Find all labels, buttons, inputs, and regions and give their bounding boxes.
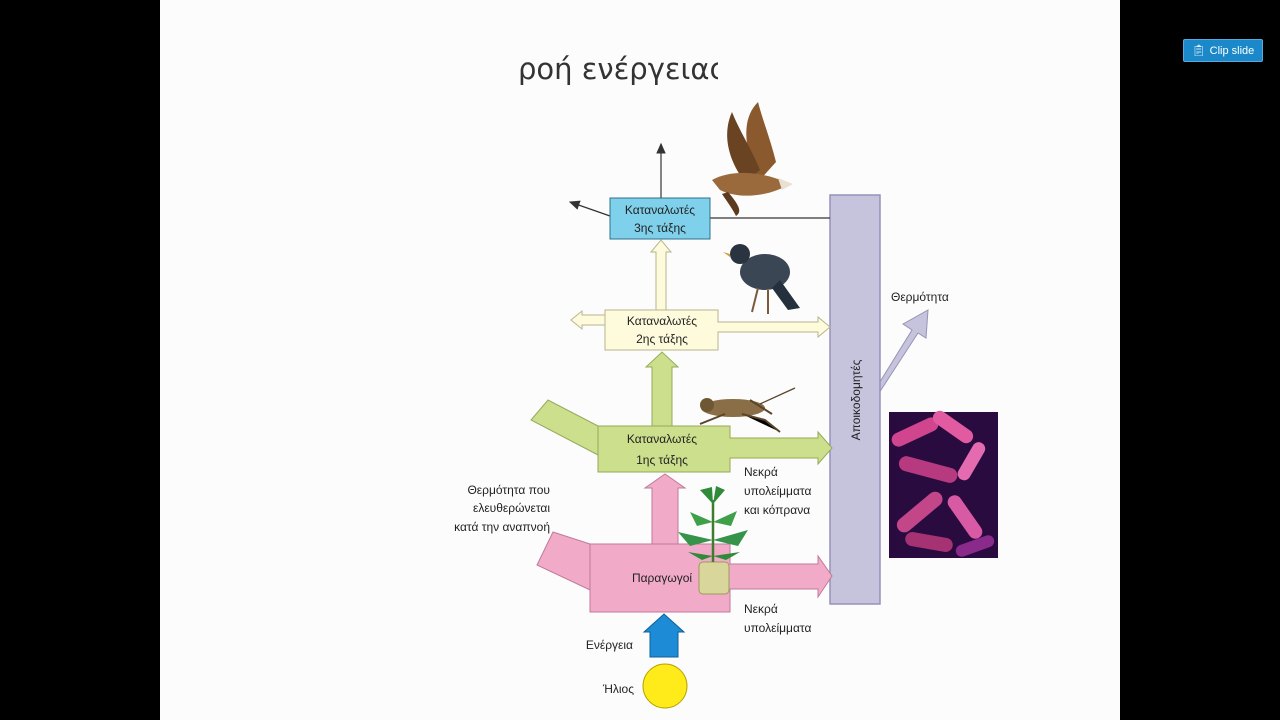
plant-image — [678, 486, 748, 595]
clip-slide-label: Clip slide — [1209, 44, 1255, 57]
sun-label: Ήλιος — [602, 682, 634, 696]
consumers2-line1: Καταναλωτές — [627, 314, 697, 328]
bacteria-image — [889, 410, 998, 558]
consumers2-shape: Καταναλωτές 2ης τάξης — [570, 239, 831, 351]
consumers1-shape: Καταναλωτές 1ης τάξης — [530, 351, 833, 473]
consumers1-line1: Καταναλωτές — [627, 432, 697, 446]
consumers1-line2: 1ης τάξης — [636, 453, 688, 467]
energy-label: Ενέργεια — [586, 638, 633, 652]
slide: ροή ενέργειας Αποικοδομητές Παραγωγοί Κα… — [160, 0, 1120, 720]
consumers3-line1: Καταναλωτές — [625, 203, 695, 217]
energy-arrow — [642, 613, 686, 658]
clip-slide-button[interactable]: 📋︎ Clip slide — [1183, 39, 1263, 62]
consumers3-line2: 3ης τάξης — [634, 221, 686, 235]
dead-remains-droppings-line3: και κόπρανα — [744, 503, 810, 517]
heat-label: Θερμότητα — [891, 290, 949, 304]
energy-flow-diagram: Αποικοδομητές Παραγωγοί Καταναλωτές 1ης … — [454, 102, 998, 709]
sun-circle — [642, 663, 688, 709]
decomposers-column: Αποικοδομητές — [829, 194, 929, 605]
respiration-heat-line1: Θερμότητα που — [467, 483, 550, 497]
respiration-heat-line2: ελευθερώνεται — [473, 501, 550, 515]
dead-remains-droppings-line2: υπολείμματα — [744, 484, 811, 498]
decomposers-label: Αποικοδομητές — [849, 359, 863, 440]
bird-image — [723, 244, 800, 314]
consumers3-shape: Καταναλωτές 3ης τάξης — [568, 142, 830, 240]
slide-title: ροή ενέργειας — [518, 52, 718, 86]
grasshopper-image — [699, 387, 796, 433]
respiration-heat-line3: κατά την αναπνοή — [454, 520, 550, 534]
hawk-image — [712, 102, 793, 216]
dead-remains-droppings-line1: Νεκρά — [744, 465, 778, 479]
producers-label: Παραγωγοί — [632, 571, 692, 585]
consumers2-line2: 2ης τάξης — [636, 332, 688, 346]
clip-icon: 📋︎ — [1191, 45, 1206, 57]
dead-remains-line1: Νεκρά — [744, 602, 778, 616]
dead-remains-line2: υπολείμματα — [744, 621, 811, 635]
